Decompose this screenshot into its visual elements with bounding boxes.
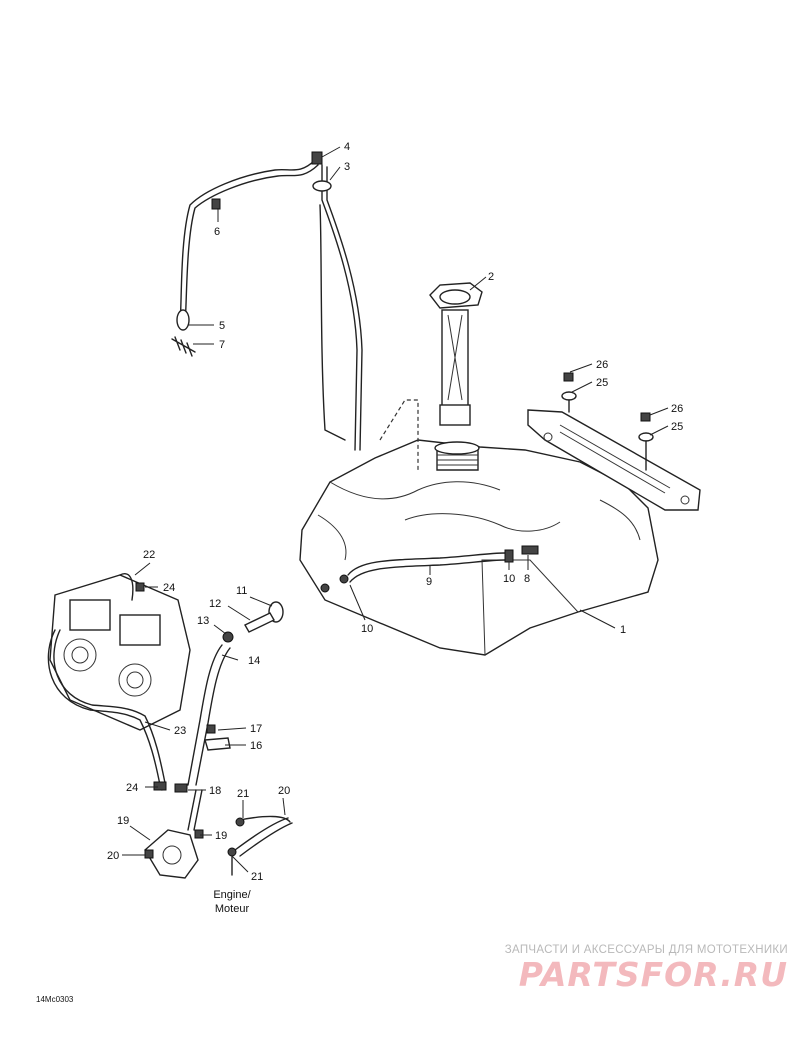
callout-14: 14 <box>248 655 260 667</box>
callout-25-upper: 25 <box>596 377 608 389</box>
callout-11: 12 <box>209 598 221 610</box>
fuel-gauge-cap <box>429 282 483 426</box>
tank-bracket <box>527 372 701 511</box>
callout-8: 8 <box>524 573 530 585</box>
callout-10-left: 10 <box>361 623 373 635</box>
callout-9: 9 <box>426 576 432 588</box>
callout-1: 1 <box>620 624 626 636</box>
callout-21-lower: 21 <box>251 871 263 883</box>
callout-24-lower: 24 <box>126 782 138 794</box>
watermark: ЗАПЧАСТИ И АКСЕССУАРЫ ДЛЯ МОТОТЕХНИКИ PA… <box>458 944 788 994</box>
callout-17: 18 <box>209 785 221 797</box>
carburetor-assembly <box>47 573 191 786</box>
callout-15: 16 <box>250 740 262 752</box>
callout-16: 17 <box>250 723 262 735</box>
callout-25-lower: 25 <box>671 421 683 433</box>
callout-3: 3 <box>344 161 350 173</box>
vent-line <box>171 151 419 470</box>
callout-18: 19 <box>117 815 129 827</box>
engine-label-fr: Moteur <box>215 903 250 915</box>
fuel-pump <box>144 789 293 879</box>
callout-10-right: 10 <box>503 573 515 585</box>
drawing-code: 14Mc0303 <box>36 995 74 1004</box>
callout-5: 5 <box>219 320 225 332</box>
callout-7: 7 <box>219 339 225 351</box>
callout-21-upper: 21 <box>237 788 249 800</box>
watermark-logo: PARTSFOR.RU <box>518 955 788 994</box>
watermark-tagline: ЗАПЧАСТИ И АКСЕССУАРЫ ДЛЯ МОТОТЕХНИКИ <box>504 944 788 956</box>
callout-13: 13 <box>197 615 209 627</box>
callout-23: 23 <box>174 725 186 737</box>
clamps <box>153 724 231 793</box>
tank-outlet-fitting <box>222 601 284 643</box>
callout-24-upper: 24 <box>163 582 175 594</box>
callout-26-upper: 26 <box>596 359 608 371</box>
fuel-tank <box>299 439 659 656</box>
callout-6: 6 <box>214 226 220 238</box>
callout-22: 22 <box>143 549 155 561</box>
tank-fuel-hose <box>347 545 539 583</box>
callout-26-lower: 26 <box>671 403 683 415</box>
callout-19-left: 20 <box>107 850 119 862</box>
callout-4: 4 <box>344 141 350 153</box>
callout-19-right: 19 <box>215 830 227 842</box>
callout-12: 11 <box>236 585 247 597</box>
leader-lines <box>122 146 669 873</box>
callout-numbers: 4 3 6 5 7 2 26 25 26 25 1 9 10 8 10 11 1… <box>107 141 683 915</box>
engine-label-en: Engine/ <box>213 889 251 901</box>
callout-2: 2 <box>488 271 494 283</box>
callout-20: 20 <box>278 785 290 797</box>
